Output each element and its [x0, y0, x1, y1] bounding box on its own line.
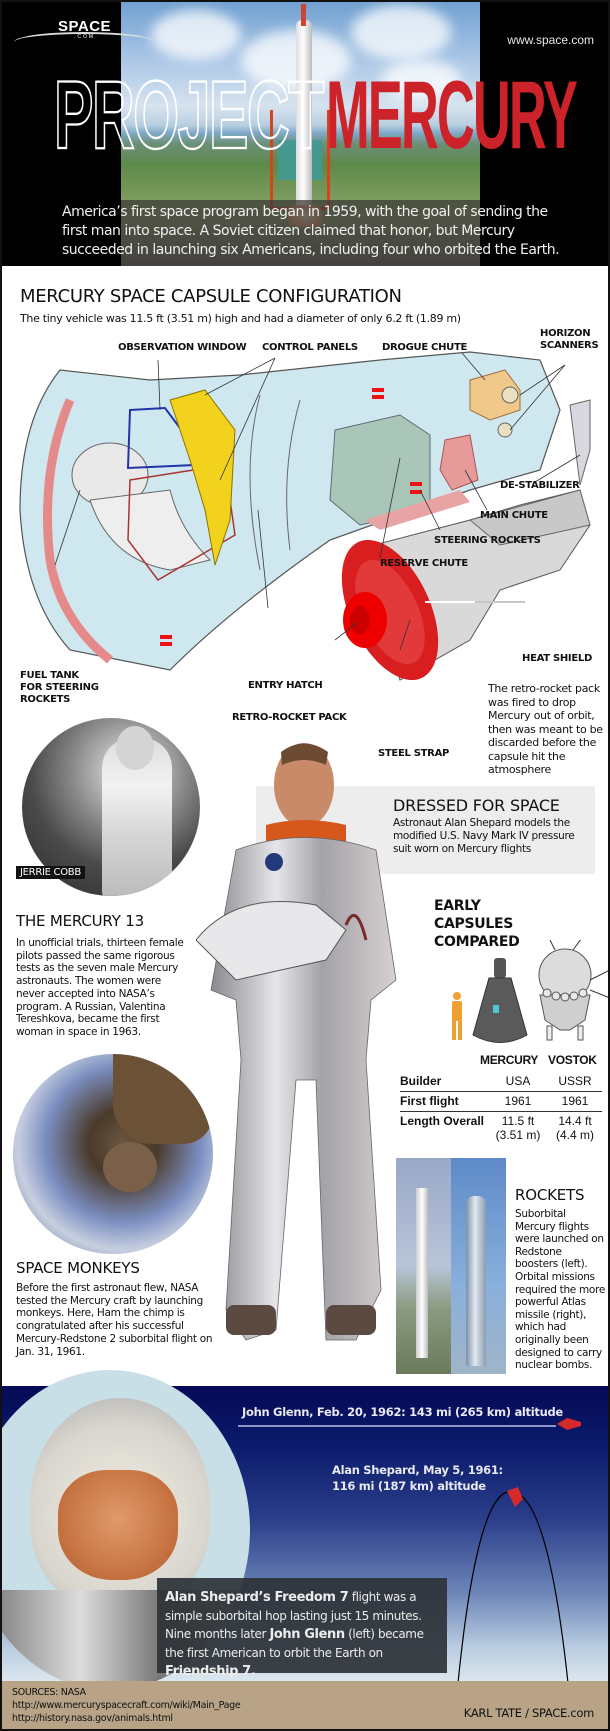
capsule-comparison-illustration — [452, 940, 610, 1043]
freedom-7-info-text: Alan Shepard’s Freedom 7 flight was a si… — [165, 1588, 445, 1681]
info-text-part: flight was a simple suborbital hop lasti… — [165, 1590, 422, 1641]
freedom-7-info-box — [157, 1578, 447, 1673]
label-de-stabilizer: DE-STABILIZER — [500, 480, 580, 491]
logo-subtext: .COM — [74, 34, 96, 40]
capsule-config-title: MERCURY SPACE CAPSULE CONFIGURATION — [20, 286, 402, 307]
label-entry-hatch: ENTRY HATCH — [248, 680, 323, 691]
shepard-flight-label: Alan Shepard, May 5, 1961: 116 mi (187 k… — [332, 1462, 503, 1494]
row-label: Builder — [400, 1074, 442, 1088]
row-label: First flight — [400, 1094, 459, 1108]
title-mercury: MERCURY — [326, 62, 578, 170]
info-text-part: (left) became the first American to orbi… — [165, 1627, 424, 1660]
vostok-length-ft: 14.4 ft — [558, 1114, 592, 1128]
comparison-table: Builder USA USSR First flight 1961 1961 … — [400, 1072, 602, 1145]
shepard-capsule-icon — [507, 1487, 523, 1507]
glenn-flight-label: John Glenn, Feb. 20, 1962: 143 mi (265 k… — [242, 1405, 563, 1419]
label-main-chute: MAIN CHUTE — [480, 510, 548, 521]
compare-title-line: CAPSULES — [434, 916, 513, 932]
col-vostok: VOSTOK — [548, 1053, 597, 1067]
compare-title-line: COMPARED — [434, 934, 520, 950]
mercury-capsule-icon — [472, 958, 528, 1043]
handler-jacket — [113, 1054, 213, 1144]
retro-rocket-note: The retro-rocket pack was fired to drop … — [488, 682, 603, 776]
escape-tower-icon — [301, 4, 306, 26]
sources-title: SOURCES: NASA — [12, 1687, 86, 1698]
table-row: First flight 1961 1961 — [400, 1092, 602, 1112]
title-project: PROJECT — [53, 62, 325, 170]
label-fuel-tank: FUEL TANK FOR STEERING ROCKETS — [20, 670, 99, 705]
john-glenn-bold: John Glenn — [269, 1627, 345, 1642]
label-horizon-scanners: HORIZON SCANNERS — [540, 328, 599, 351]
credit: KARL TATE / SPACE.com — [463, 1706, 595, 1720]
rockets-text: Suborbital Mercury flights were launched… — [515, 1208, 606, 1372]
space-monkeys-title: SPACE MONKEYS — [16, 1259, 140, 1277]
label-steering-rockets: STEERING ROCKETS — [434, 535, 541, 546]
vostok-value: USSR — [558, 1074, 592, 1088]
label-reserve-chute: RESERVE CHUTE — [380, 558, 468, 569]
freedom-7-bold: Alan Shepard’s Freedom 7 — [165, 1590, 349, 1605]
compare-title-line: EARLY — [434, 898, 481, 914]
source-link-nasa-history[interactable]: http://history.nasa.gov/animals.html — [12, 1713, 173, 1724]
suborbital-trajectory-arc — [457, 1487, 569, 1684]
glenn-orbit-line — [238, 1425, 556, 1427]
atlas-rocket-icon — [466, 1196, 486, 1366]
vostok-capsule-icon — [538, 940, 610, 1041]
capsule-config-subtitle: The tiny vehicle was 11.5 ft (3.51 m) hi… — [20, 312, 461, 325]
table-row: Builder USA USSR — [400, 1072, 602, 1092]
site-url[interactable]: www.space.com — [507, 33, 594, 47]
alan-shepard-spacesuit-photo — [196, 743, 397, 1341]
mercury-13-title: THE MERCURY 13 — [16, 912, 144, 930]
mercury-length-m: (3.51 m) — [495, 1128, 541, 1142]
source-link-mercuryspacecraft[interactable]: http://www.mercuryspacecraft.com/wiki/Ma… — [12, 1700, 241, 1711]
col-mercury: MERCURY — [480, 1053, 539, 1067]
footer — [0, 1681, 610, 1731]
human-scale-icon — [452, 992, 462, 1040]
label-drogue-chute: DROGUE CHUTE — [382, 342, 468, 353]
sources: SOURCES: NASA http://www.mercuryspacecra… — [12, 1686, 241, 1725]
dressed-title: DRESSED FOR SPACE — [393, 796, 560, 815]
ham-the-chimp-photo — [13, 1054, 213, 1254]
jerrie-head — [116, 726, 154, 770]
chimp-face — [103, 1142, 157, 1192]
label-heat-shield: HEAT SHIELD — [522, 653, 592, 664]
mercury-value: USA — [505, 1074, 531, 1088]
capsule-marker-icon — [557, 1418, 581, 1430]
space-monkeys-text: Before the first astronaut flew, NASA te… — [16, 1282, 213, 1358]
shepard-line-2: 116 mi (187 km) altitude — [332, 1479, 486, 1493]
mercury-value: 1961 — [504, 1094, 532, 1108]
rockets-title: ROCKETS — [515, 1186, 585, 1204]
vostok-value: 1961 — [561, 1094, 589, 1108]
redstone-atlas-photo — [396, 1158, 506, 1374]
space-com-logo[interactable]: SPACE .COM — [14, 18, 154, 48]
vostok-value: 14.4 ft (4.4 m) — [548, 1114, 602, 1142]
jerrie-cobb-caption: JERRIE COBB — [16, 866, 85, 879]
vostok-length-m: (4.4 m) — [555, 1128, 594, 1142]
capsules-compared-title: EARLY CAPSULES COMPARED — [434, 897, 520, 951]
label-observation-window: OBSERVATION WINDOW — [118, 342, 247, 353]
friendship-7-bold: Friendship 7. — [165, 1664, 256, 1679]
capsule-cutaway-diagram — [19, 351, 591, 681]
redstone-rocket-icon — [416, 1188, 428, 1358]
intro-text: America’s first space program began in 1… — [62, 204, 560, 258]
header-banner: SPACE .COM www.space.com PROJECT MERCURY… — [0, 0, 610, 266]
logo-swoosh-icon — [14, 32, 154, 52]
label-retro-rocket-pack: RETRO-ROCKET PACK — [232, 712, 347, 723]
glenn-face — [58, 1470, 178, 1580]
intro-band — [121, 200, 480, 266]
shepard-line-1: Alan Shepard, May 5, 1961: — [332, 1463, 503, 1477]
logo-text: SPACE — [58, 18, 112, 35]
label-control-panels: CONTROL PANELS — [262, 342, 358, 353]
mercury-value: 11.5 ft (3.51 m) — [488, 1114, 548, 1142]
dressed-text: Astronaut Alan Shepard models the modifi… — [393, 817, 575, 855]
mercury-length-ft: 11.5 ft — [501, 1114, 535, 1128]
row-label: Length Overall — [400, 1114, 485, 1128]
table-row: Length Overall 11.5 ft (3.51 m) 14.4 ft … — [400, 1112, 602, 1145]
redstone-rocket-icon — [296, 20, 312, 210]
label-steel-strap: STEEL STRAP — [378, 748, 450, 759]
mercury-13-text: In unofficial trials, thirteen female pi… — [16, 937, 184, 1038]
